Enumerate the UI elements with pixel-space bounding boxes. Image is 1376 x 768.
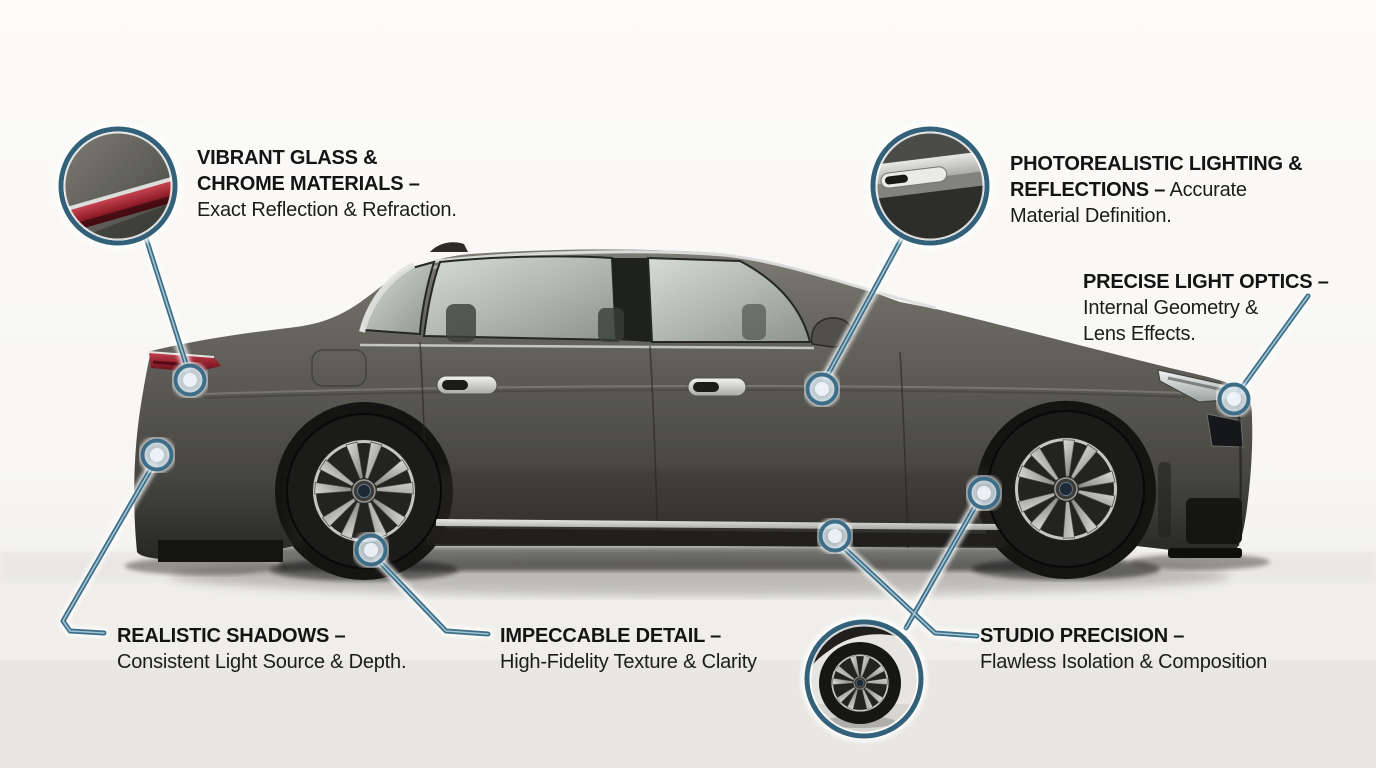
callout-title-line: CHROME MATERIALS – — [197, 173, 420, 195]
marker-rear-bumper — [139, 437, 175, 473]
callout-body-line: Flawless Isolation & Composition — [980, 651, 1268, 673]
fuel-door — [311, 349, 367, 387]
callout-precise-light-optics: PRECISE LIGHT OPTICS – Internal Geometry… — [1083, 269, 1329, 347]
marker-rocker-panel — [817, 518, 853, 554]
leader-lines — [58, 233, 1313, 641]
front-wheel-zoom-inset — [801, 616, 927, 742]
marker-front-fender — [966, 475, 1002, 511]
marker-tail-light — [172, 362, 208, 398]
marker-rear-wheel — [353, 532, 389, 568]
callout-body-line: Material Definition. — [1010, 205, 1172, 227]
marker-headlight — [1216, 381, 1252, 417]
door-handle-zoom-inset — [867, 123, 993, 249]
marker-door-handle — [804, 371, 840, 407]
front-door-handle — [687, 377, 747, 397]
front-door-window — [646, 256, 812, 343]
callout-body-line: Internal Geometry & — [1083, 297, 1259, 319]
callout-title-line: PHOTOREALISTIC LIGHTING & — [1010, 153, 1303, 175]
callout-impeccable-detail: IMPECCABLE DETAIL – High-Fidelity Textur… — [500, 623, 757, 675]
callout-realistic-shadows: REALISTIC SHADOWS – Consistent Light Sou… — [117, 623, 407, 675]
rear-door-handle — [436, 375, 498, 395]
rocker-chrome-trim — [436, 519, 1002, 530]
callout-title-line: REALISTIC SHADOWS – — [117, 625, 346, 647]
callout-mixed-line: REFLECTIONS – Accurate — [1010, 179, 1247, 201]
callout-body-line: Consistent Light Source & Depth. — [117, 651, 407, 673]
callout-body-line: High-Fidelity Texture & Clarity — [500, 651, 757, 673]
tail-light-zoom-inset — [55, 123, 181, 249]
callout-studio-precision: STUDIO PRECISION – Flawless Isolation & … — [980, 623, 1267, 675]
callout-title-line: VIBRANT GLASS & — [197, 147, 378, 169]
callout-markers — [139, 362, 1252, 568]
leader-line-core — [62, 237, 1309, 637]
front-grille — [1206, 413, 1244, 448]
callout-photorealistic-lighting: PHOTOREALISTIC LIGHTING & REFLECTIONS – … — [1010, 151, 1303, 229]
callout-body-line: Lens Effects. — [1083, 323, 1196, 345]
callout-body-line: Exact Reflection & Refraction. — [197, 199, 457, 221]
rear-wheel — [286, 413, 442, 569]
front-wheel — [987, 410, 1145, 568]
roof-antenna — [430, 242, 468, 252]
callout-title-line: IMPECCABLE DETAIL – — [500, 625, 722, 647]
callout-title-line: PRECISE LIGHT OPTICS – — [1083, 271, 1329, 293]
callout-title-line: STUDIO PRECISION – — [980, 625, 1185, 647]
callout-vibrant-glass: VIBRANT GLASS & CHROME MATERIALS – Exact… — [197, 145, 457, 223]
